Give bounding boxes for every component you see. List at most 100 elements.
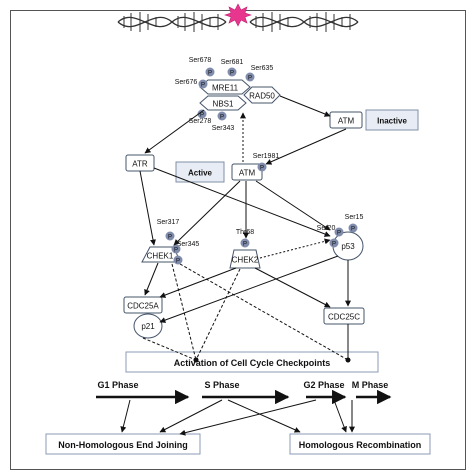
atm-inactive-label: ATM	[338, 117, 355, 126]
edge-chek2-cdc25c	[254, 267, 331, 308]
cdc25a-node	[123, 296, 163, 314]
s-phase-label: S Phase	[204, 380, 239, 390]
p53-label: p53	[341, 242, 355, 251]
edge-chek2-cdc25a	[159, 267, 237, 298]
svg-text:P: P	[351, 227, 355, 233]
mre11-label: MRE11	[212, 84, 239, 93]
phospho-icon: P	[334, 227, 344, 237]
mre11-node	[199, 79, 251, 95]
edge-g1-nhej	[120, 399, 131, 433]
edge-atr-chek1	[139, 170, 156, 246]
cdc25c-node	[323, 307, 365, 325]
rad50-label: RAD50	[249, 92, 275, 101]
checkpoint-box	[125, 351, 379, 373]
phospho-icon: P	[329, 238, 339, 248]
m-phase-label: M Phase	[352, 380, 389, 390]
mrn-complex: MRE11 RAD50 NBS1 Ser678 Ser681 Ser635 Se…	[175, 57, 281, 132]
edge-chek1-checkpoint-2	[179, 263, 351, 363]
p21-node	[133, 313, 163, 339]
ser343-label: Ser343	[212, 125, 235, 132]
edge-atm-p53	[255, 180, 331, 231]
edge-p53-p21	[159, 255, 339, 323]
ser635-label: Ser635	[251, 65, 274, 72]
ser681-label: Ser681	[221, 59, 244, 66]
phospho-icon: P	[205, 67, 215, 77]
atm-active-label: ATM	[239, 169, 256, 178]
phospho-icon: P	[173, 255, 183, 265]
edge-s-hr	[227, 399, 301, 433]
edge-atr-p53	[153, 167, 331, 237]
svg-text:P: P	[208, 71, 212, 77]
edge-cdc25a-checkpoint	[142, 337, 199, 363]
active-state-label: Active	[188, 169, 213, 178]
svg-text:P: P	[200, 113, 204, 119]
rad50-node	[243, 86, 281, 104]
chek2-node	[229, 249, 261, 269]
edge-chek2-p53	[259, 238, 331, 259]
svg-text:P: P	[243, 242, 247, 248]
svg-text:P: P	[230, 71, 234, 77]
checkpoint-label: Activation of Cell Cycle Checkpoints	[174, 358, 331, 368]
atr-label: ATR	[132, 160, 148, 169]
g1-phase-label: G1 Phase	[97, 380, 138, 390]
ser1981-label: Ser1981	[253, 153, 280, 160]
phospho-icon: P	[257, 162, 267, 172]
ser678-label: Ser678	[189, 57, 212, 64]
edge-mrn-atr	[144, 109, 205, 154]
phospho-icon: P	[348, 223, 358, 233]
svg-text:P: P	[332, 242, 336, 248]
pathway-edges	[96, 95, 392, 436]
atm-active-node	[231, 163, 263, 181]
nhej-label: Non-Homologous End Joining	[58, 440, 187, 450]
phospho-icon: P	[171, 244, 181, 254]
ser278-label: Ser278	[189, 118, 212, 125]
edge-g2-nhej	[179, 399, 317, 436]
cdc25c-label: CDC25C	[328, 313, 360, 322]
edge-chek1-checkpoint-1	[171, 263, 199, 363]
svg-text:P: P	[168, 235, 172, 241]
phospho-icon: P	[227, 67, 237, 77]
ser15-label: Ser15	[345, 214, 364, 221]
inactive-state-box	[365, 109, 419, 131]
nbs1-node	[199, 95, 247, 111]
phospho-icon: P	[245, 72, 255, 82]
edge-chek2-checkpoint	[193, 268, 241, 363]
edge-g2-hr	[333, 399, 347, 433]
dna-helix-icon	[117, 12, 359, 32]
svg-text:P: P	[174, 248, 178, 254]
hr-label: Homologous Recombination	[299, 440, 422, 450]
chek2-label: CHEK2	[232, 256, 259, 265]
inactive-state-label: Inactive	[377, 117, 407, 126]
ser20-label: Ser20	[317, 225, 336, 232]
g2-phase-label: G2 Phase	[303, 380, 344, 390]
phospho-icon: P	[165, 231, 175, 241]
phospho-icon: P	[217, 111, 227, 121]
ser317-label: Ser317	[157, 219, 180, 226]
phospho-icon: P	[197, 109, 207, 119]
svg-text:P: P	[260, 166, 264, 172]
svg-text:P: P	[248, 76, 252, 82]
edge-rad50-atm	[279, 95, 331, 117]
edge-atm-activation	[265, 128, 347, 165]
nbs1-label: NBS1	[213, 100, 234, 109]
ser345-label: Ser345	[177, 241, 200, 248]
dna-damage-burst-icon	[224, 3, 252, 27]
phospho-icon: P	[198, 79, 208, 89]
nhej-box	[45, 433, 201, 455]
atm-inactive-node	[329, 111, 363, 129]
ser676-label: Ser676	[175, 79, 198, 86]
svg-text:P: P	[201, 83, 205, 89]
svg-text:P: P	[176, 259, 180, 265]
edge-chek1-cdc25a	[144, 262, 159, 296]
phospho-icon: P	[240, 238, 250, 248]
cdc25a-label: CDC25A	[127, 302, 159, 311]
chek1-label: CHEK1	[147, 252, 174, 261]
svg-text:P: P	[220, 115, 224, 121]
thr68-label: Thr68	[236, 229, 254, 236]
edge-atm-chek1	[173, 180, 241, 246]
hr-box	[289, 433, 431, 455]
edge-s-nhej	[159, 399, 223, 433]
svg-text:P: P	[337, 231, 341, 237]
active-state-box	[175, 161, 225, 183]
